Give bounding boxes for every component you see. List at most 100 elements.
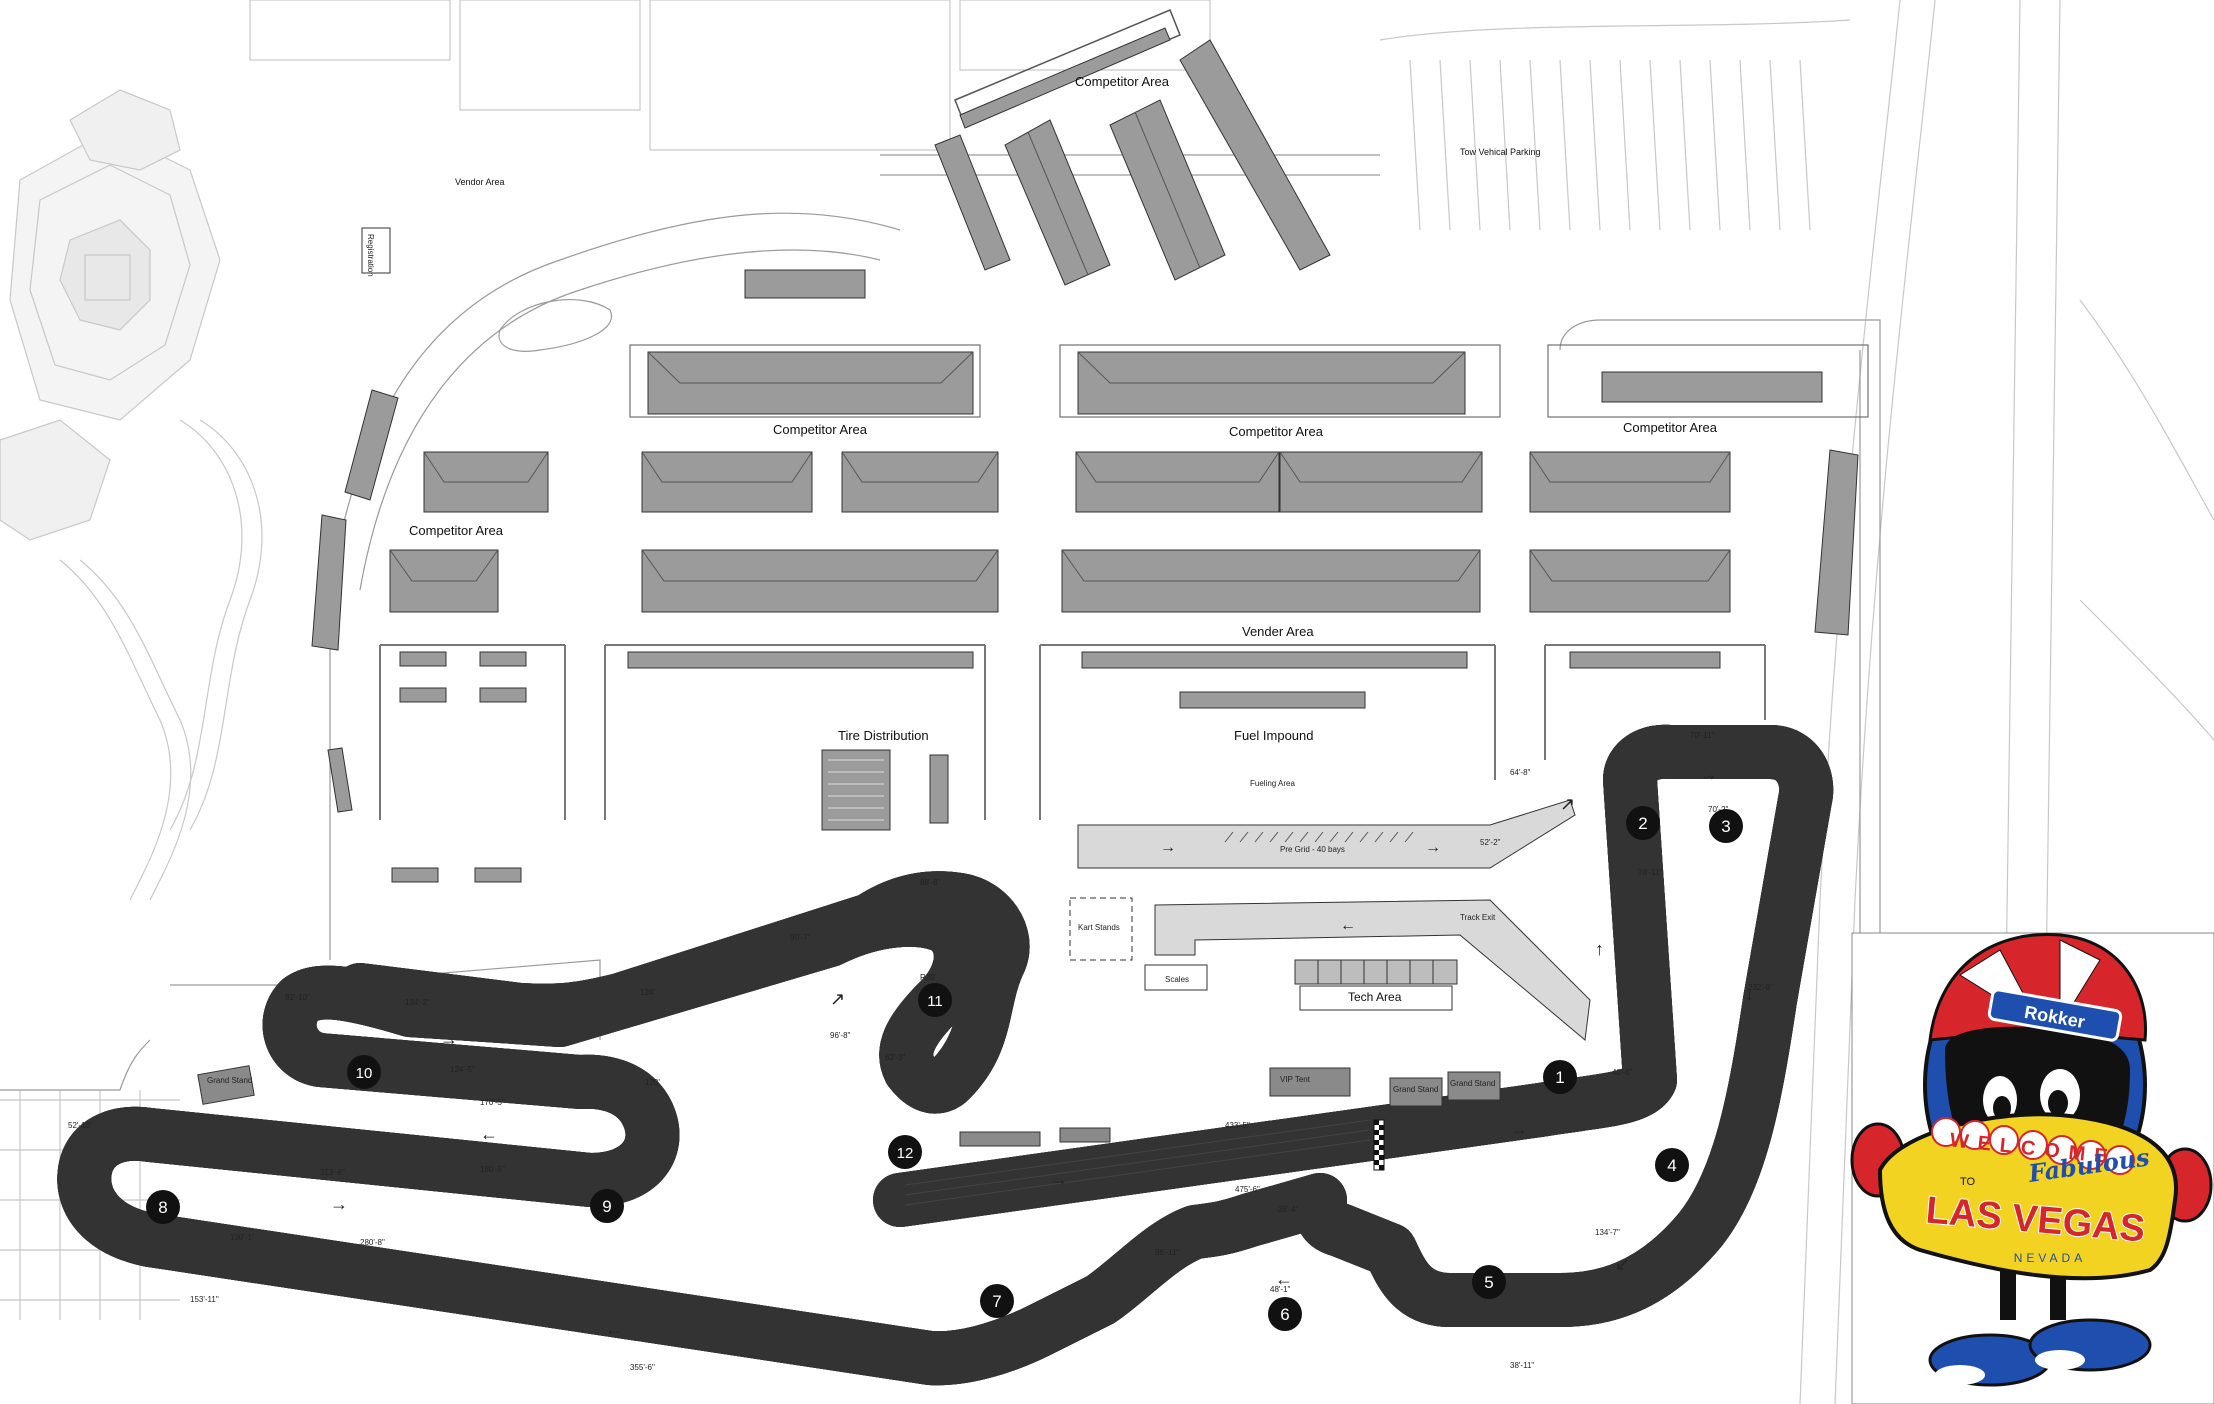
svg-text:5: 5 <box>1484 1273 1493 1292</box>
fueling-area-label: Fueling Area <box>1250 779 1295 788</box>
dimension-label: 355'-6" <box>630 1363 655 1372</box>
fuel-impound-label: Fuel Impound <box>1234 728 1314 743</box>
dimension-label: 70'-11" <box>1690 731 1714 740</box>
turn-marker-4: 4 <box>1655 1148 1689 1182</box>
arrow-right-icon: → <box>330 1194 348 1214</box>
competitor-area-label-top: Competitor Area <box>1075 74 1170 89</box>
arrow-up-icon: ↑ <box>1595 939 1604 959</box>
dimension-label: 90'-7" <box>790 933 811 942</box>
dimension-label: 475'-6" <box>1235 1185 1260 1194</box>
dimension-label: 313'-6" <box>320 1168 345 1177</box>
grand-stand-left-label: Grand Stand <box>207 1076 252 1085</box>
dimension-label: 280'-8" <box>360 1238 385 1247</box>
dimension-label: 180'-5" <box>480 1165 505 1174</box>
arrow-right-icon: → <box>1510 1119 1528 1139</box>
dimension-label: 124'-5" <box>450 1065 475 1074</box>
dimension-label: 124' <box>640 988 655 997</box>
dimension-label: 70'-2" <box>1708 805 1729 814</box>
turn-marker-6: 6 <box>1268 1297 1302 1331</box>
turn-marker-12: 12 <box>888 1135 922 1169</box>
grand-stand-1-label: Grand Stand <box>1393 1085 1438 1094</box>
paddock-area: Competitor Area Competitor Area Competit… <box>311 344 1869 883</box>
turn-marker-7: 7 <box>980 1284 1014 1318</box>
arrow-right-icon: → <box>1050 1169 1068 1189</box>
scales-box <box>1144 964 1208 991</box>
dimension-label: 153'-11" <box>190 1295 219 1304</box>
sign-to-text: TO <box>1960 1176 1976 1188</box>
turn-marker-3: 3 <box>1709 809 1743 843</box>
tire-distribution-label: Tire Distribution <box>838 728 929 743</box>
svg-text:9: 9 <box>602 1197 611 1216</box>
event-logo: Rokker WELCOME TO Fabulous LAS VEGAS NEV… <box>1850 932 2214 1404</box>
svg-text:12: 12 <box>897 1145 914 1162</box>
vendor-area-label: Vendor Area <box>455 177 505 187</box>
grand-stand-2-label: Grand Stand <box>1450 1079 1495 1088</box>
svg-text:2: 2 <box>1638 814 1647 833</box>
pre-grid-label: Pre Grid - 40 bays <box>1280 845 1345 854</box>
dimension-label: 120' <box>645 1078 660 1087</box>
arrow-right-icon: → <box>1425 839 1441 856</box>
dimension-label: 88'-8" <box>920 878 941 887</box>
tow-parking-label: Tow Vehical Parking <box>1460 147 1541 157</box>
dimension-label: R20' <box>920 973 937 982</box>
arrow-right-icon: → <box>440 1029 458 1049</box>
track-exit-label: Track Exit <box>1460 913 1496 922</box>
turn-marker-9: 9 <box>590 1189 624 1223</box>
dimension-label: 62'-3" <box>885 1053 906 1062</box>
svg-text:10: 10 <box>356 1065 373 1082</box>
arrow-left-icon: ← <box>480 1124 498 1144</box>
turn-marker-2: 2 <box>1626 806 1660 840</box>
top-competitor-area: Competitor Area Tow Vehical Parking Vend… <box>361 9 1541 299</box>
dimension-label: 82'-10" <box>285 993 310 1002</box>
dimension-label: 232'-9" <box>1748 983 1773 992</box>
competitor-area-label-center: Competitor Area <box>1229 424 1324 439</box>
registration-booth <box>361 227 391 274</box>
dimension-label: 134'-2" <box>405 998 430 1007</box>
competitor-area-label-left: Competitor Area <box>409 523 504 538</box>
dimension-label: 78'-11" <box>1638 868 1662 877</box>
arrow-right-icon: → <box>1700 764 1718 784</box>
dimension-label: 170'-5" <box>480 1098 505 1107</box>
dimension-label: 52'-2" <box>1480 838 1501 847</box>
competitor-area-label-right: Competitor Area <box>1623 420 1718 435</box>
dimension-label: 96'-11" <box>1155 1248 1179 1257</box>
turn-markers: 1 2 3 4 5 6 7 8 9 10 11 12 <box>146 806 1743 1331</box>
turn-marker-11: 11 <box>918 983 952 1017</box>
svg-text:3: 3 <box>1721 817 1730 836</box>
competitor-area-label-mid: Competitor Area <box>773 422 868 437</box>
arrow-right-icon: ↗ <box>830 989 845 1009</box>
turn-marker-1: 1 <box>1543 1060 1577 1094</box>
svg-text:7: 7 <box>992 1292 1001 1311</box>
dimension-label: 130'-1" <box>230 1233 255 1242</box>
arrow-down-icon: ↓ <box>1745 984 1754 1004</box>
svg-text:8: 8 <box>158 1198 167 1217</box>
arrow-left-icon: ← <box>1340 917 1356 934</box>
svg-text:1: 1 <box>1555 1068 1564 1087</box>
arrow-left-icon: ← <box>1275 1269 1293 1289</box>
dimension-label: 38'-11" <box>1510 1361 1534 1370</box>
dimension-label: 433'-5" <box>1225 1121 1250 1130</box>
sign-state-text: NEVADA <box>2014 1251 2086 1265</box>
registration-label: Registration <box>366 234 375 277</box>
dimension-label: 96'-8" <box>830 1031 851 1040</box>
svg-text:4: 4 <box>1667 1156 1676 1175</box>
las-vegas-sign: WELCOME TO Fabulous LAS VEGAS NEVADA <box>1877 1112 2179 1281</box>
vender-area-label: Vender Area <box>1242 624 1314 639</box>
arrow-left-icon: ← <box>605 1319 623 1339</box>
scales-label: Scales <box>1165 975 1189 984</box>
arrow-right-icon: → <box>1160 839 1176 856</box>
svg-text:6: 6 <box>1280 1305 1289 1324</box>
svg-text:11: 11 <box>927 993 943 1010</box>
dimension-label: 36'-4" <box>1278 1205 1299 1214</box>
dimension-label: 40'-6" <box>1612 1068 1633 1077</box>
kart-stands-label: Kart Stands <box>1078 923 1120 932</box>
tech-area-label: Tech Area <box>1348 990 1402 1004</box>
arrow-left-icon: ↙ <box>1615 1254 1630 1274</box>
dimension-label: 134'-7" <box>1595 1228 1620 1237</box>
dimension-label: 64'-8" <box>1510 768 1531 777</box>
pre-grid-area: Pre Grid - 40 bays → → ← Track Exit Kart… <box>1069 799 1591 1041</box>
turn-marker-8: 8 <box>146 1190 180 1224</box>
turn-marker-5: 5 <box>1472 1265 1506 1299</box>
